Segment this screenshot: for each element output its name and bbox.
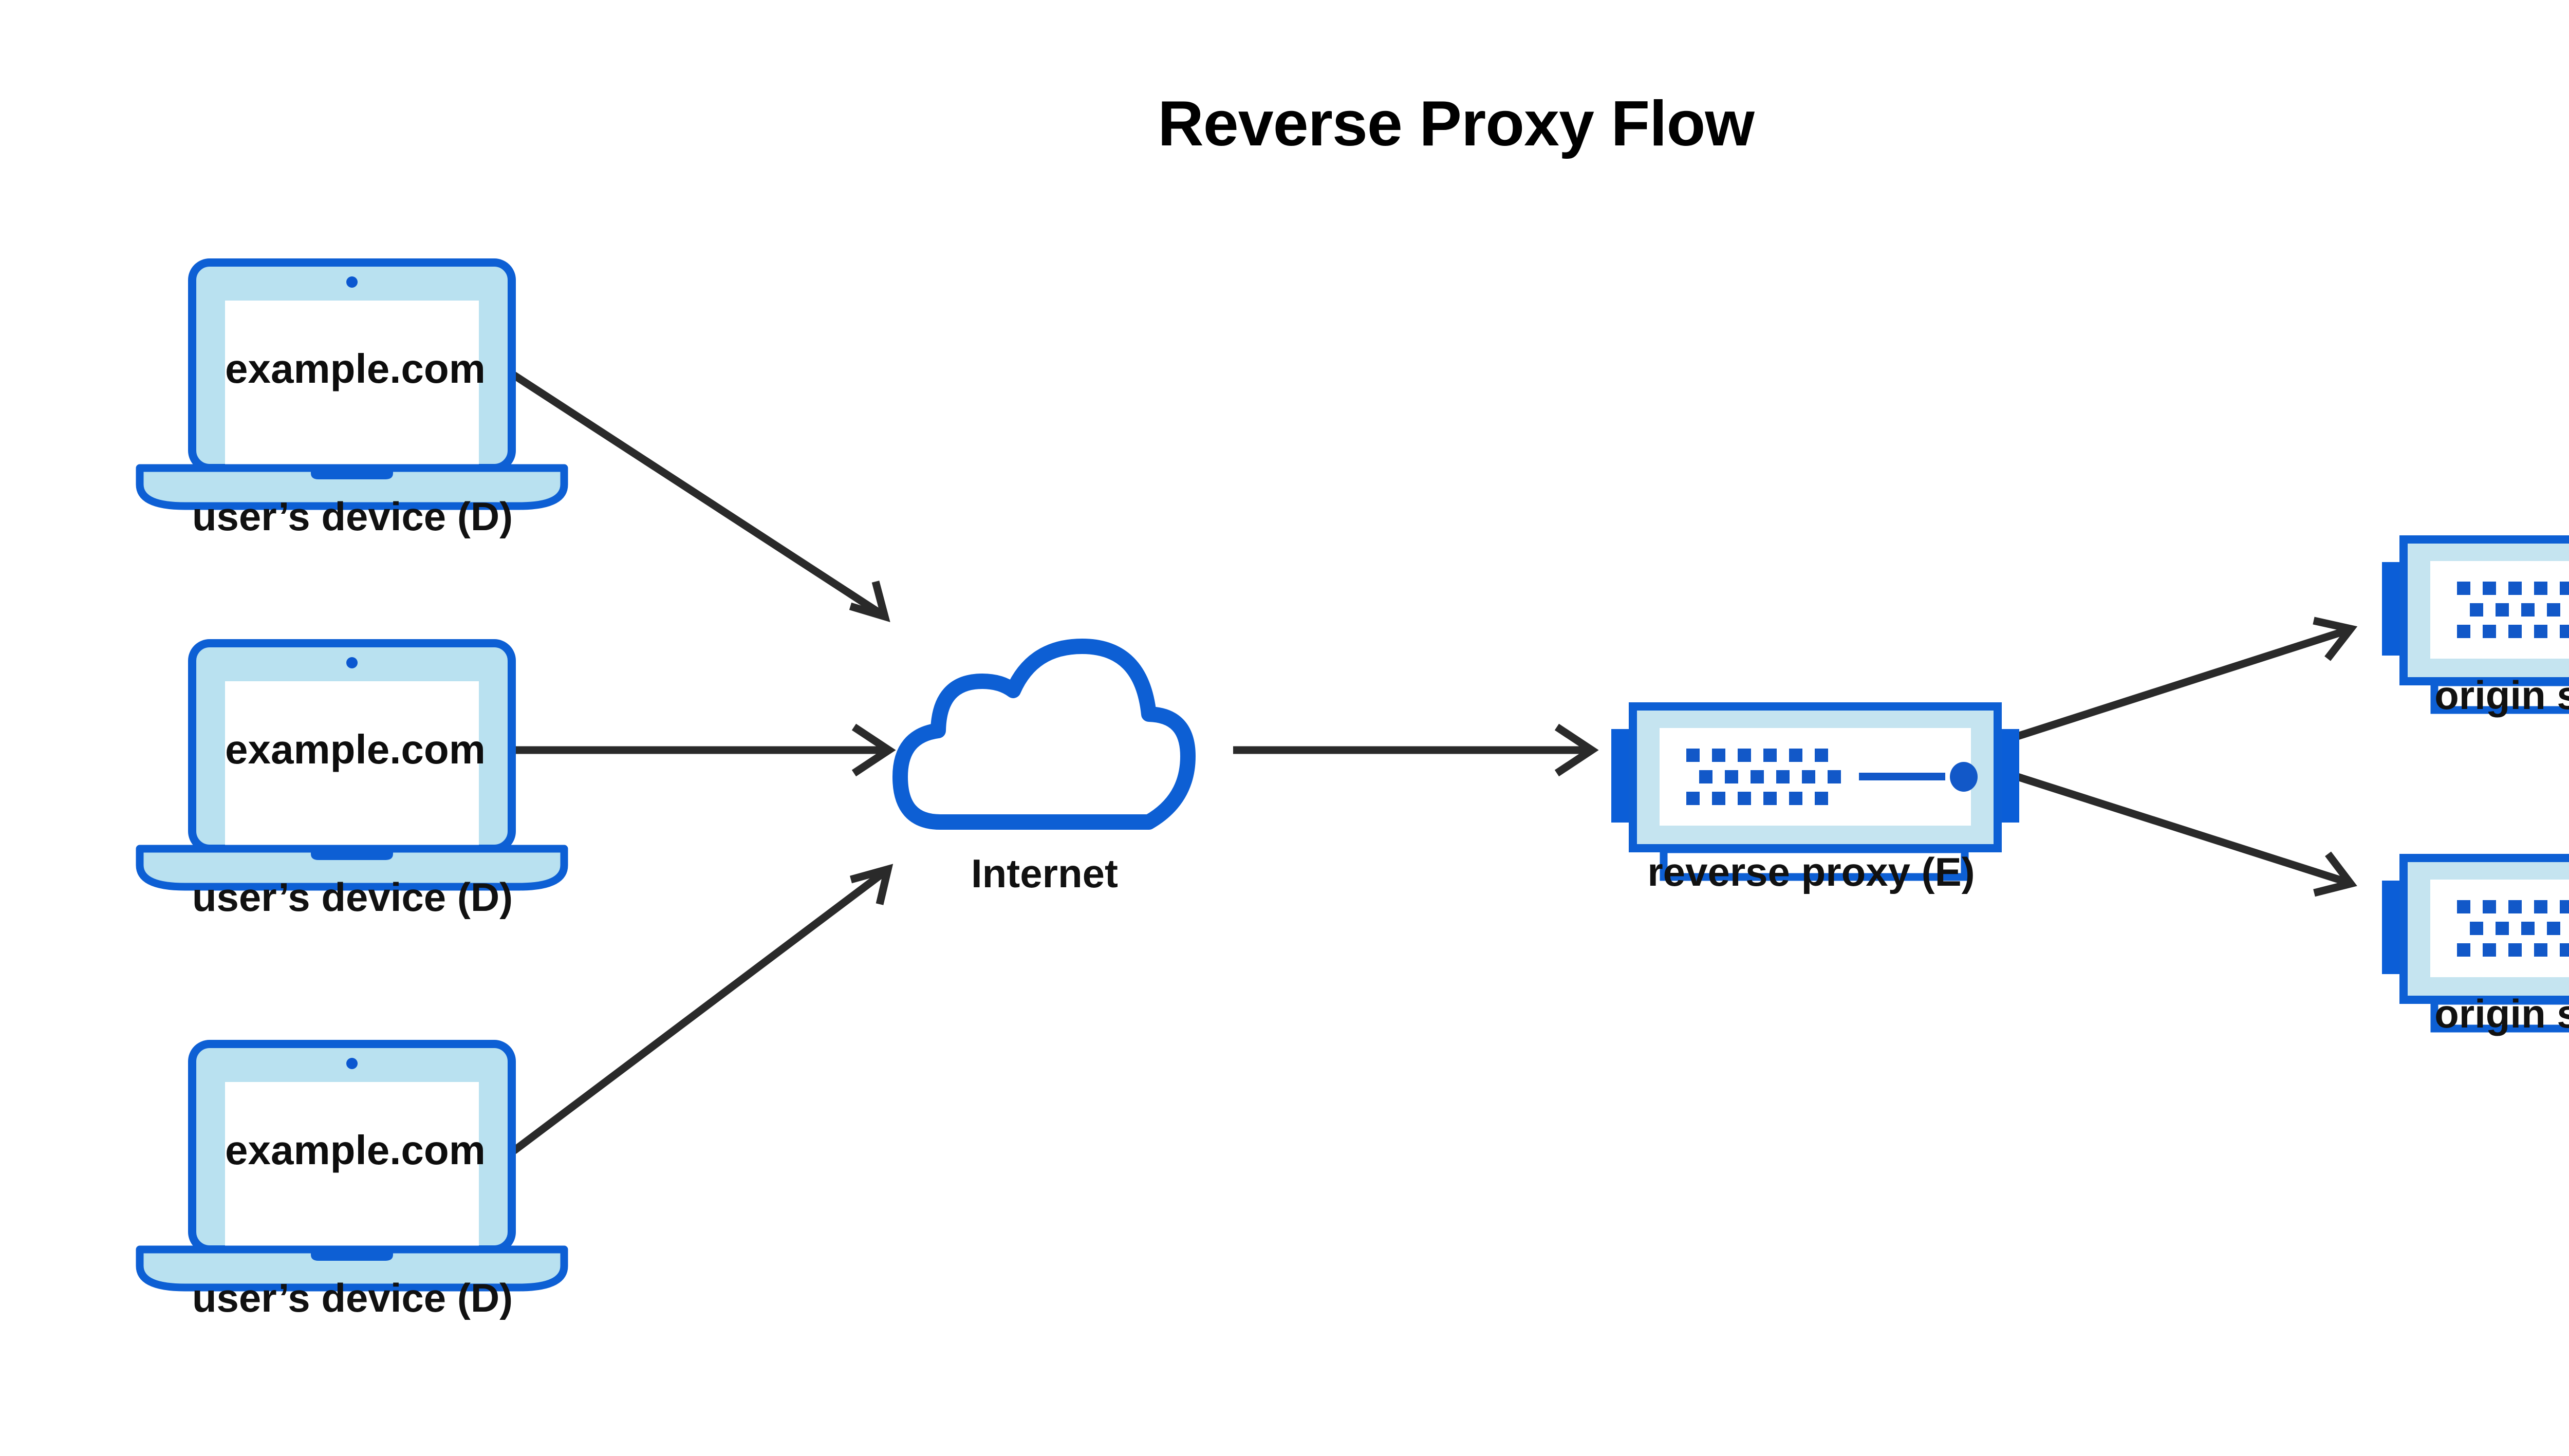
edge-device-middle-to-cloud [511, 723, 896, 777]
edge-cloud-to-proxy [1233, 723, 1599, 777]
origin-label-bottom: origin server (F) [2434, 991, 2569, 1036]
device-screen-text: example.com [225, 1127, 486, 1173]
device-screen-text: example.com [225, 726, 486, 772]
edge-proxy-to-origin-bottom [2005, 769, 2357, 897]
device-label-middle: user’s device (D) [192, 874, 513, 920]
edge-device-bottom-to-cloud [511, 864, 893, 1154]
cloud-label: Internet [971, 851, 1119, 896]
proxy-label: reverse proxy (E) [1647, 849, 1975, 894]
device-label-top: user’s device (D) [192, 494, 513, 539]
device-label-bottom: user’s device (D) [192, 1275, 513, 1320]
edge-proxy-to-origin-top [2005, 617, 2358, 744]
internet-cloud[interactable] [892, 639, 1196, 830]
device-screen-text: example.com [225, 346, 486, 391]
origin-label-top: origin server (F) [2434, 673, 2569, 718]
page-title: Reverse Proxy Flow [1158, 88, 1755, 159]
edge-device-top-to-cloud [511, 371, 890, 623]
